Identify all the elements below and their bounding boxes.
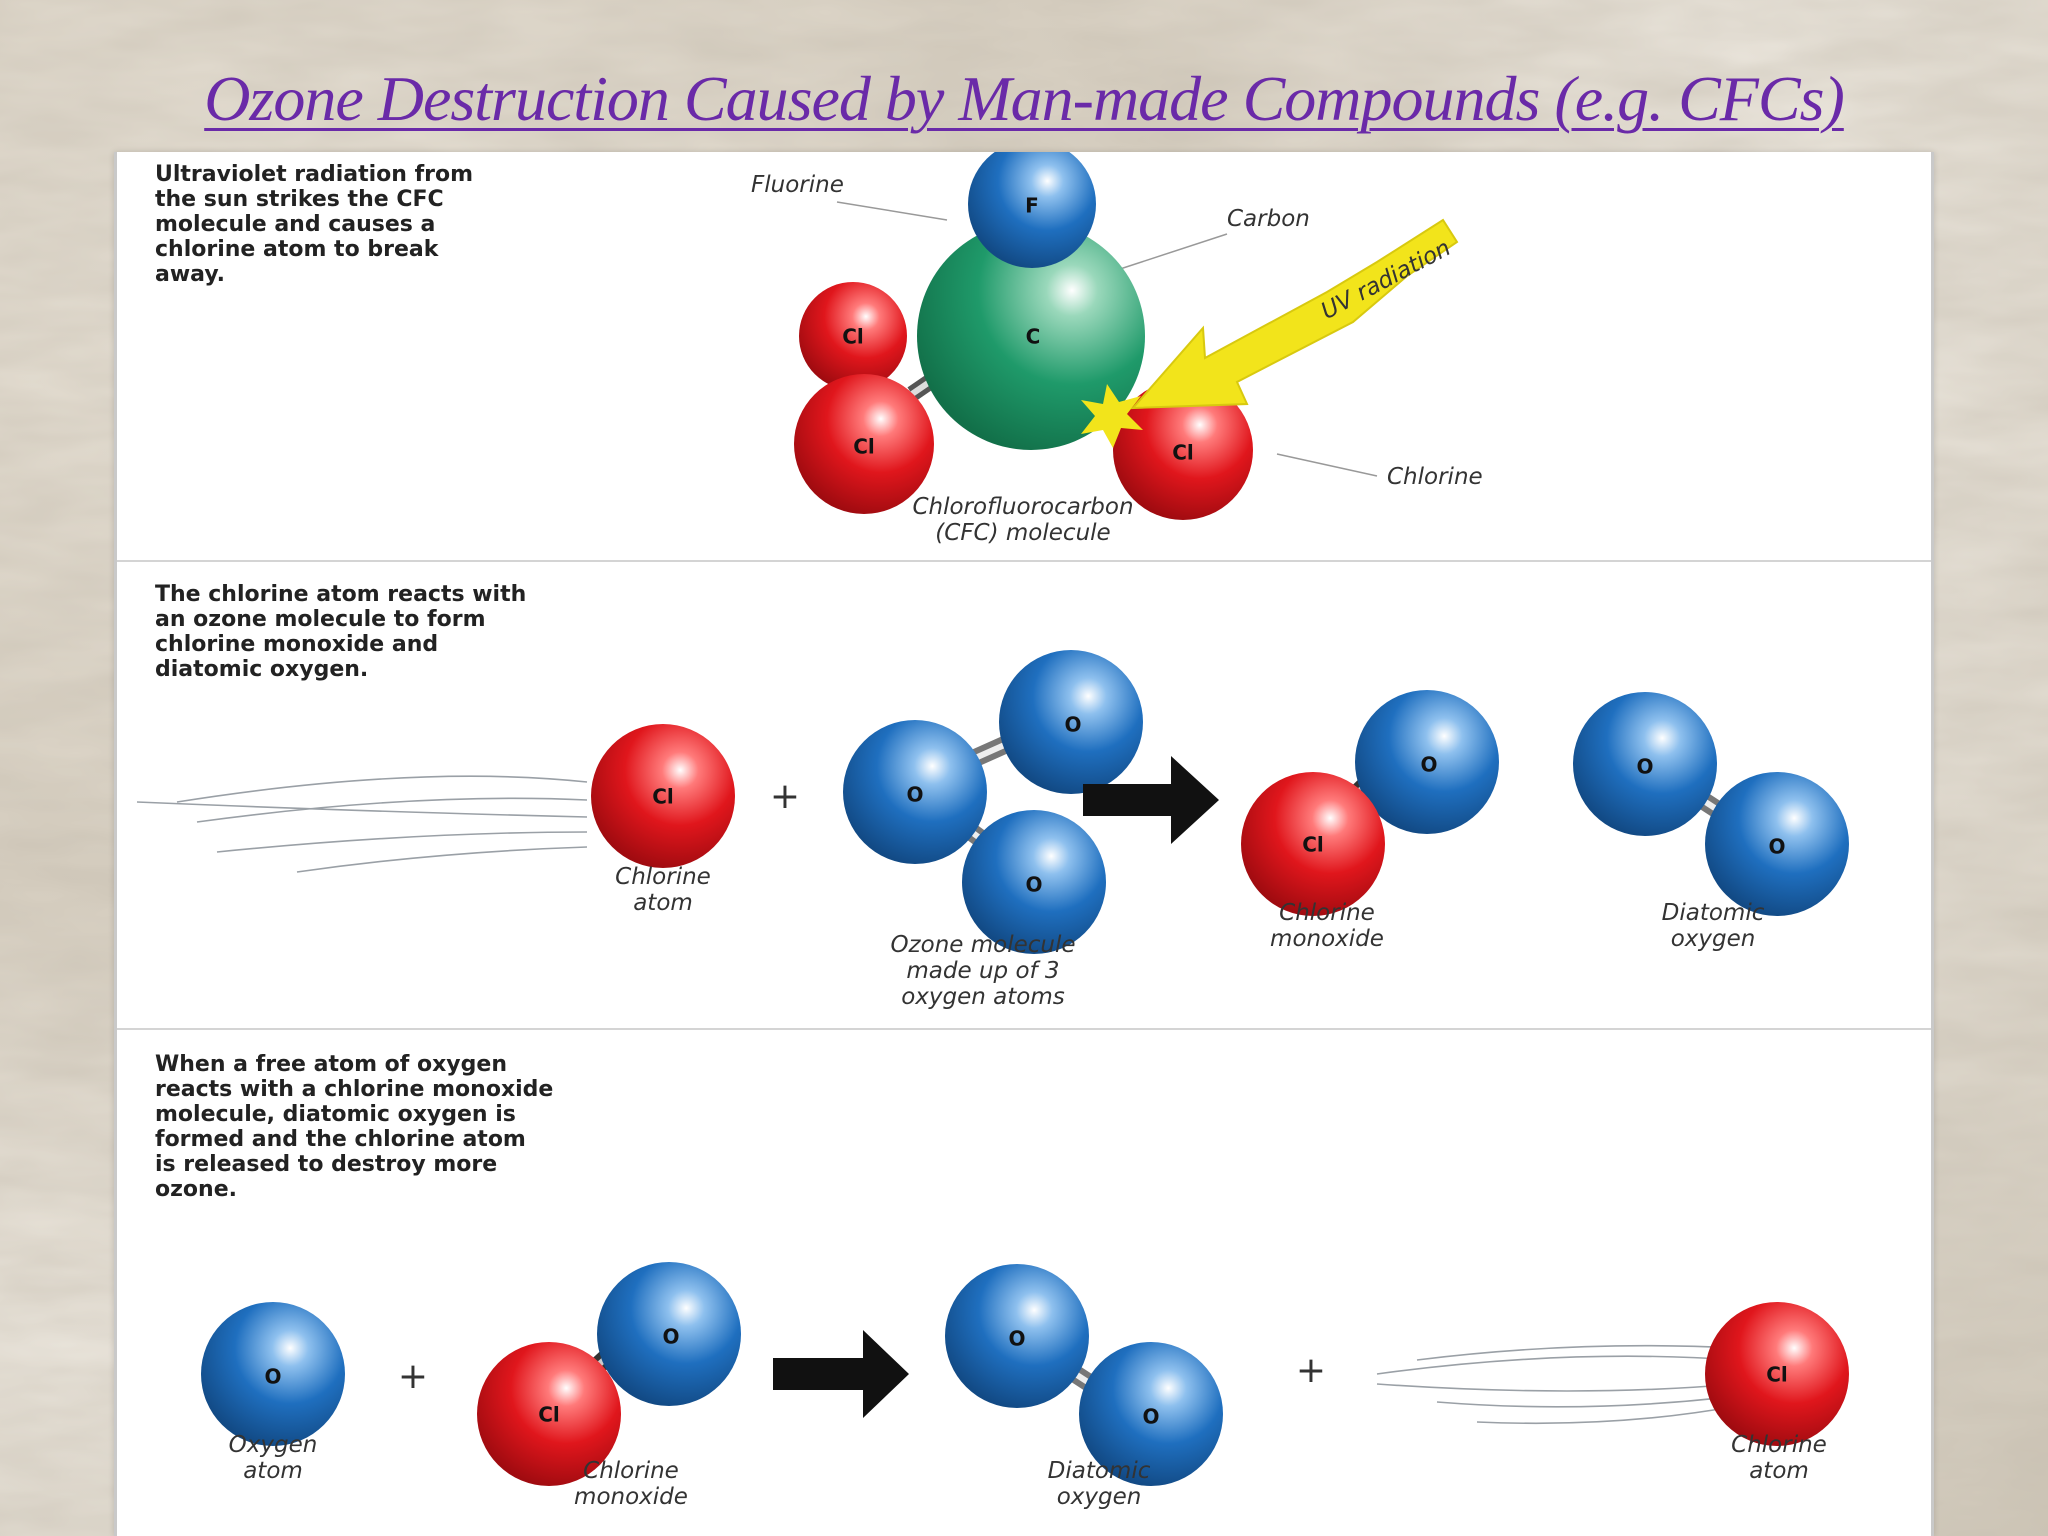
label-fluorine: Fluorine <box>751 172 844 198</box>
atom-symbol: O <box>1008 1327 1025 1351</box>
atom-symbol: Cl <box>842 325 864 349</box>
label-carbon: Carbon <box>1227 206 1310 232</box>
atom-symbol: Cl <box>652 785 674 809</box>
atom-symbol: Cl <box>1766 1363 1788 1387</box>
chlorine-atom <box>591 724 735 868</box>
step1-description: Ultraviolet radiation from the sun strik… <box>155 162 474 287</box>
ozone-diagram-figure: F C Cl Cl Cl Cl + O O O <box>114 152 1934 1536</box>
reaction-arrow <box>773 1330 909 1418</box>
label-diatomic-oxygen: Diatomic oxygen <box>1661 900 1765 952</box>
label-chlorine-monoxide: Chlorine monoxide <box>1270 900 1384 952</box>
panel-divider <box>117 1028 1931 1030</box>
atom-symbol: O <box>662 1325 679 1349</box>
chlorine-atom <box>799 282 907 390</box>
atom-symbol: O <box>1064 713 1081 737</box>
motion-lines <box>1376 1344 1738 1425</box>
oxygen-atom <box>1573 692 1717 836</box>
label-diatomic-oxygen: Diatomic oxygen <box>1047 1458 1151 1510</box>
atom-symbol: O <box>1768 835 1785 859</box>
atom-symbol: Cl <box>853 435 875 459</box>
atom-symbol: O <box>1142 1405 1159 1429</box>
fluorine-atom <box>968 152 1096 268</box>
atom-symbol: C <box>1026 325 1041 349</box>
oxygen-atom <box>945 1264 1089 1408</box>
plus-sign: + <box>770 776 800 817</box>
chlorine-atom <box>477 1342 621 1486</box>
uv-radiation-arrow <box>1130 218 1459 410</box>
bond-break-flash <box>1081 384 1143 448</box>
atom-symbol: Cl <box>1302 833 1324 857</box>
panel3-reaction: O + O Cl O O + Cl <box>201 1262 1849 1486</box>
plus-sign: + <box>1296 1350 1326 1391</box>
atom-symbol: O <box>1420 753 1437 777</box>
oxygen-atom <box>1355 690 1499 834</box>
page-title: Ozone Destruction Caused by Man-made Com… <box>204 63 1845 134</box>
atom-symbol: Cl <box>538 1403 560 1427</box>
label-chlorine-monoxide: Chlorine monoxide <box>574 1458 688 1510</box>
oxygen-atom <box>201 1302 345 1446</box>
reaction-arrow <box>1083 756 1219 844</box>
chlorine-atom <box>1241 772 1385 916</box>
label-chlorine: Chlorine <box>1387 464 1483 490</box>
leader-line <box>836 201 948 221</box>
atom-symbol: O <box>1636 755 1653 779</box>
atom-symbol: O <box>264 1365 281 1389</box>
label-ozone-molecule: Ozone molecule made up of 3 oxygen atoms <box>890 932 1076 1010</box>
panel2-reaction: Cl + O O O O Cl O O <box>136 650 1849 954</box>
chlorine-atom <box>1113 380 1253 520</box>
atom-symbol: O <box>1025 873 1042 897</box>
motion-lines <box>136 775 588 873</box>
atom-symbol: O <box>906 783 923 807</box>
atom-symbol: F <box>1025 194 1039 218</box>
atom-symbol: Cl <box>1172 441 1194 465</box>
oxygen-atom <box>1079 1342 1223 1486</box>
chlorine-atom <box>794 374 934 514</box>
label-cfc-molecule: Chlorofluorocarbon (CFC) molecule <box>912 494 1134 546</box>
chlorine-atom <box>1705 1302 1849 1446</box>
carbon-atom <box>917 222 1145 450</box>
step2-description: The chlorine atom reacts with an ozone m… <box>155 582 527 682</box>
plus-sign: + <box>398 1356 428 1397</box>
leader-line <box>1276 453 1378 477</box>
oxygen-atom <box>962 810 1106 954</box>
label-chlorine-atom: Chlorine atom <box>1731 1432 1827 1484</box>
leader-line <box>1116 233 1228 271</box>
oxygen-atom <box>843 720 987 864</box>
step3-description: When a free atom of oxygen reacts with a… <box>155 1052 554 1202</box>
oxygen-atom <box>999 650 1143 794</box>
panel-divider <box>117 560 1931 562</box>
molecule-diagram: F C Cl Cl Cl Cl + O O O <box>136 152 1849 1486</box>
oxygen-atom <box>597 1262 741 1406</box>
label-oxygen-atom: Oxygen atom <box>228 1432 318 1484</box>
label-chlorine-atom: Chlorine atom <box>615 864 711 916</box>
cfc-molecule: F C Cl Cl Cl <box>794 152 1459 520</box>
oxygen-atom <box>1705 772 1849 916</box>
